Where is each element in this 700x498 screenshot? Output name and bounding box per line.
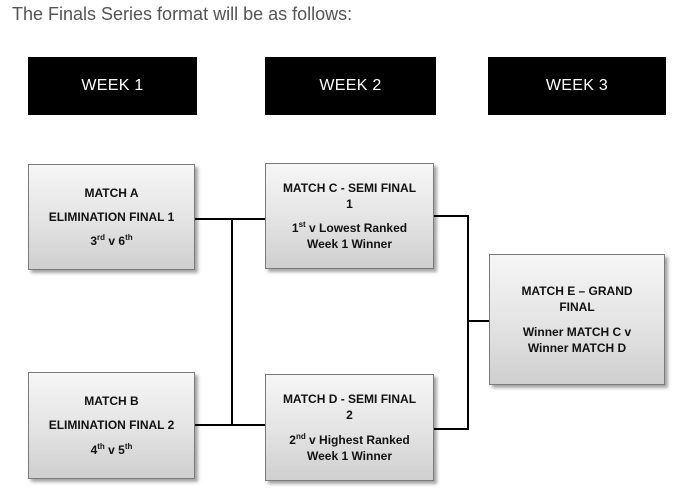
- match-e-title-line2: FINAL: [559, 300, 595, 315]
- match-b-title: MATCH B: [84, 394, 139, 409]
- match-a-title: MATCH A: [84, 185, 139, 200]
- match-b-teams: 4th v 5th: [90, 441, 133, 457]
- week-1-header: WEEK 1: [28, 57, 197, 115]
- connector-a-out: [195, 218, 233, 220]
- week-3-header: WEEK 3: [488, 57, 666, 115]
- match-d-box: MATCH D - SEMI FINAL 2 2nd v Highest Ran…: [265, 374, 434, 481]
- match-c-title-line2: 1: [346, 196, 353, 211]
- match-c-box: MATCH C - SEMI FINAL 1 1st v Lowest Rank…: [265, 163, 434, 269]
- match-e-desc-line2: Winner MATCH D: [527, 340, 627, 355]
- match-d-title-line2: 2: [346, 408, 353, 423]
- connector-to-d: [231, 424, 266, 426]
- connector-to-e: [467, 320, 489, 322]
- match-b-box: MATCH B ELIMINATION FINAL 2 4th v 5th: [28, 372, 195, 479]
- match-b-subtitle: ELIMINATION FINAL 2: [48, 418, 175, 433]
- connector-d-out: [434, 428, 469, 430]
- match-a-subtitle: ELIMINATION FINAL 1: [48, 209, 175, 224]
- match-d-title-line1: MATCH D - SEMI FINAL: [282, 392, 417, 407]
- match-c-desc-line1: 1st v Lowest Ranked: [291, 220, 408, 236]
- match-d-desc-line1: 2nd v Highest Ranked: [289, 431, 410, 447]
- match-e-box: MATCH E – GRAND FINAL Winner MATCH C v W…: [489, 254, 665, 385]
- match-c-desc-line2: Week 1 Winner: [306, 237, 393, 252]
- connector-cd-vertical: [467, 215, 469, 430]
- connector-to-c: [231, 218, 266, 220]
- match-a-box: MATCH A ELIMINATION FINAL 1 3rd v 6th: [28, 164, 195, 270]
- match-c-title-line1: MATCH C - SEMI FINAL: [282, 180, 417, 195]
- match-e-desc-line1: Winner MATCH C v: [522, 324, 632, 339]
- connector-b-out: [195, 424, 233, 426]
- match-d-desc-line2: Week 1 Winner: [306, 448, 393, 463]
- week-2-header: WEEK 2: [265, 57, 436, 115]
- intro-text: The Finals Series format will be as foll…: [12, 4, 353, 24]
- match-e-title-line1: MATCH E – GRAND: [521, 284, 633, 299]
- match-a-teams: 3rd v 6th: [90, 233, 133, 249]
- connector-ab-vertical: [231, 218, 233, 426]
- connector-c-out: [434, 215, 469, 217]
